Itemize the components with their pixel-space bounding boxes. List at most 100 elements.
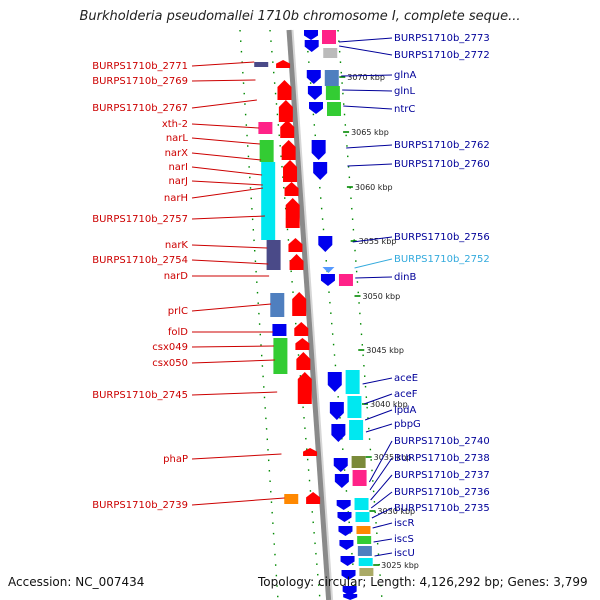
gene-arrow-reverse[interactable]: [278, 100, 293, 122]
gene-label-right[interactable]: iscS: [394, 534, 414, 545]
gene-label-right[interactable]: BURPS1710b_2756: [394, 232, 490, 243]
gene-arrow-forward[interactable]: [313, 162, 328, 180]
gene-label-left[interactable]: narK: [165, 240, 189, 251]
gene-label-left[interactable]: xth-2: [162, 119, 188, 130]
gene-label-right[interactable]: BURPS1710b_2735: [394, 503, 490, 514]
gene-arrow-forward[interactable]: [307, 86, 322, 100]
gene-arrow-forward[interactable]: [311, 140, 326, 160]
gene-arrow-forward[interactable]: [309, 102, 324, 114]
gene-arrow-reverse[interactable]: [294, 322, 309, 336]
gene-arrow-forward[interactable]: [342, 586, 357, 596]
gene-block-left[interactable]: [284, 494, 299, 504]
gene-label-left[interactable]: phaP: [163, 454, 188, 465]
gene-arrow-reverse[interactable]: [280, 120, 295, 138]
gene-label-left[interactable]: narI: [168, 162, 188, 173]
gene-arrow-reverse[interactable]: [306, 492, 321, 504]
gene-block-right[interactable]: [345, 370, 360, 394]
gene-arrow-forward[interactable]: [327, 372, 342, 392]
gene-label-right[interactable]: BURPS1710b_2772: [394, 50, 490, 61]
gene-arrow-reverse[interactable]: [289, 254, 304, 270]
gene-label-right[interactable]: BURPS1710b_2740: [394, 436, 490, 447]
gene-arrow-forward[interactable]: [336, 500, 351, 510]
gene-arrow-reverse[interactable]: [281, 140, 296, 160]
gene-block-left[interactable]: [272, 324, 287, 336]
gene-arrow-forward[interactable]: [333, 458, 348, 472]
gene-arrow-forward[interactable]: [331, 424, 346, 442]
gene-block-right[interactable]: [357, 546, 372, 556]
gene-block-right[interactable]: [322, 30, 336, 44]
gene-arrow-reverse[interactable]: [296, 352, 311, 370]
gene-block-right[interactable]: [358, 558, 373, 566]
gene-block-right[interactable]: [325, 86, 340, 100]
gene-label-left[interactable]: prlC: [168, 306, 188, 317]
gene-arrow-highlight[interactable]: [322, 267, 335, 273]
gene-arrow-forward[interactable]: [337, 512, 352, 522]
gene-label-right[interactable]: BURPS1710b_2736: [394, 487, 490, 498]
gene-label-left[interactable]: BURPS1710b_2767: [92, 103, 188, 114]
gene-label-right[interactable]: pbpG: [394, 419, 421, 430]
gene-block-right[interactable]: [347, 396, 362, 418]
gene-label-right[interactable]: iscU: [394, 548, 415, 559]
gene-block-left[interactable]: [261, 162, 276, 240]
gene-arrow-forward[interactable]: [334, 474, 349, 488]
gene-label-left[interactable]: narH: [164, 193, 188, 204]
gene-label-right[interactable]: aceE: [394, 373, 418, 384]
gene-label-left[interactable]: BURPS1710b_2757: [92, 214, 188, 225]
gene-label-right[interactable]: glnL: [394, 86, 415, 97]
gene-arrow-forward[interactable]: [338, 526, 353, 536]
gene-block-right[interactable]: [351, 456, 366, 468]
gene-label-right[interactable]: dinB: [394, 272, 416, 283]
gene-arrow-forward[interactable]: [329, 402, 344, 420]
gene-label-left[interactable]: narJ: [168, 176, 188, 187]
gene-label-right[interactable]: BURPS1710b_2760: [394, 159, 490, 170]
gene-label-left[interactable]: csx049: [152, 342, 188, 353]
gene-block-left[interactable]: [258, 122, 273, 134]
gene-arrow-forward[interactable]: [339, 540, 354, 550]
gene-block-right[interactable]: [352, 470, 367, 486]
gene-arrow-forward[interactable]: [340, 556, 355, 566]
gene-label-right[interactable]: glnA: [394, 70, 416, 81]
gene-block-right[interactable]: [359, 568, 374, 576]
gene-block-left[interactable]: [254, 62, 269, 67]
gene-arrow-forward[interactable]: [304, 30, 318, 40]
gene-label-right[interactable]: BURPS1710b_2762: [394, 140, 490, 151]
gene-arrow-forward[interactable]: [304, 40, 319, 52]
gene-arrow-reverse[interactable]: [288, 238, 303, 252]
gene-label-left[interactable]: csx050: [152, 358, 188, 369]
gene-label-right[interactable]: iscR: [394, 518, 414, 529]
gene-block-right[interactable]: [356, 526, 371, 534]
gene-label-left[interactable]: BURPS1710b_2771: [92, 61, 188, 72]
gene-label-left[interactable]: narD: [164, 271, 189, 282]
gene-arrow-reverse[interactable]: [297, 372, 312, 404]
gene-arrow-forward[interactable]: [341, 570, 356, 580]
gene-arrow-reverse[interactable]: [276, 60, 291, 68]
gene-arrow-reverse[interactable]: [283, 160, 298, 182]
gene-arrow-forward[interactable]: [320, 274, 335, 286]
gene-block-left[interactable]: [273, 338, 288, 374]
gene-block-right[interactable]: [357, 536, 372, 544]
gene-arrow-reverse[interactable]: [284, 182, 299, 196]
gene-block-left[interactable]: [270, 293, 285, 317]
gene-block-right[interactable]: [338, 274, 353, 286]
gene-label-right[interactable]: BURPS1710b_2738: [394, 453, 490, 464]
gene-arrow-forward[interactable]: [318, 236, 333, 252]
gene-label-right[interactable]: BURPS1710b_2737: [394, 470, 490, 481]
gene-arrow-reverse[interactable]: [303, 448, 318, 456]
gene-block-right[interactable]: [355, 512, 370, 522]
gene-block-right[interactable]: [349, 420, 364, 440]
gene-label-right[interactable]: ntrC: [394, 104, 415, 115]
gene-label-right-highlight[interactable]: BURPS1710b_2752: [394, 254, 490, 265]
gene-block-left[interactable]: [259, 140, 274, 162]
gene-arrow-reverse[interactable]: [292, 292, 307, 316]
gene-label-left[interactable]: BURPS1710b_2769: [92, 76, 188, 87]
gene-label-right[interactable]: BURPS1710b_2773: [394, 33, 490, 44]
gene-label-left[interactable]: BURPS1710b_2739: [92, 500, 188, 511]
gene-label-right[interactable]: lpdA: [394, 405, 416, 416]
gene-label-left[interactable]: folD: [168, 327, 188, 338]
gene-label-left[interactable]: narX: [165, 148, 189, 159]
gene-label-left[interactable]: BURPS1710b_2754: [92, 255, 188, 266]
gene-block-right[interactable]: [324, 70, 339, 86]
gene-block-right[interactable]: [354, 498, 369, 510]
gene-block-right[interactable]: [327, 102, 342, 116]
gene-arrow-forward[interactable]: [306, 70, 321, 84]
